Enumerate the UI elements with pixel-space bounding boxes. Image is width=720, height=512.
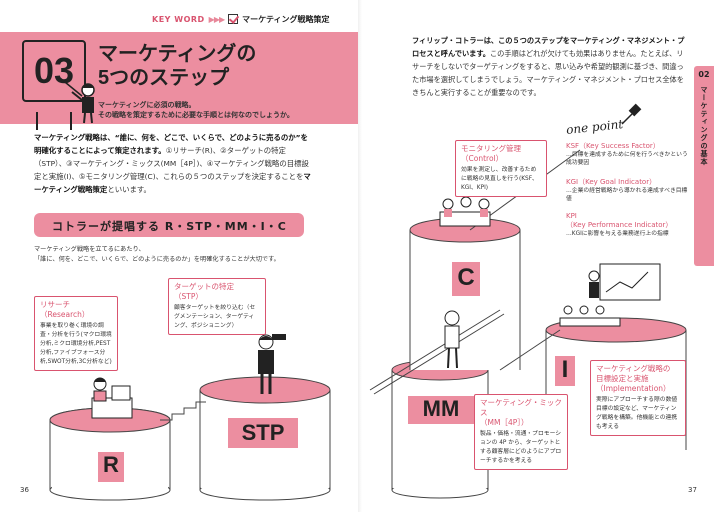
callout-implementation-title: マーケティング戦略の [596,364,671,373]
callout-implementation-title2: 目標設定と実施 [596,374,649,383]
callout-stp-body: 顧客ターゲットを絞り込む（セグメンテーション、ターゲティング、ポジショニング） [174,305,256,329]
callout-research-body: 事業を取り巻く環境の調査・分析を行う(マクロ環境分析,ミクロ環境分析,PEST分… [40,323,112,365]
section-heading: コトラーが提唱する R・STP・MM・I・C [34,213,304,237]
page-subtitle-line2: その戦略を策定するために必要な手順とは何なのでしょうか。 [98,111,294,119]
pillar-r-label-box [98,452,124,482]
page-title-line2: 5つのステップ [98,67,230,89]
keyword-label: KEY WORD [152,14,205,24]
intro-bold: マーケティング戦略は、“誰に、何を、どこで、いくらで、どのように売るのか”を明確… [34,133,308,155]
pillar-stp-label: STP [241,420,285,445]
one-point-term: KPI [566,212,577,220]
pillar-r [49,407,171,501]
callout-mm-title: マーケティング・ミックス [480,398,562,417]
right-intro-paragraph: フィリップ・コトラーは、この５つのステップをマーケティング・マネジメント・プロセ… [412,34,690,99]
callout-research-title2: （Research） [40,310,90,319]
pillar-c-label: C [457,264,475,291]
keyword-arrows: ▶▶▶ [208,14,226,24]
page-gutter [358,0,362,512]
callout-stp-title2: （STP） [174,292,203,301]
page-title: マーケティングの 5つのステップ [98,42,256,90]
one-point-item-kgi: KGI（Key Goal Indicator） …企業の経営戦略から導かれる達成… [566,178,690,203]
chapter-side-tab: 02 マーケティングの基本 [694,66,714,266]
one-point-term2: （Key Performance Indicator） [566,221,673,229]
telescope-figure [258,334,286,394]
right-intro-body: この手順はどれが欠けても効果はありません。たとえば、リサーチをしないでターゲティ… [412,49,684,97]
keyword-title: マーケティング戦略策定 [242,14,330,24]
callout-monitoring: モニタリング管理 （Control） 効果を測定し、改善するために戦略の見直しを… [455,140,547,197]
callout-implementation-body: 実際にアプローチする際の数値目標の設定など、マーケティング戦略を構築。他機能との… [596,397,678,430]
pillar-stp [199,376,331,501]
callout-implementation-title3: （Implementation） [596,384,671,393]
pillar-mm [391,359,489,499]
one-point-box: one point KSF（Key Success Factor） …目標を達成… [565,117,690,276]
right-intro-bold: フィリップ・コトラーは、この５つのステップをマーケティング・マネジメント・プロセ… [412,36,685,58]
one-point-term: KGI（Key Goal Indicator） [566,178,657,186]
side-tab-text: マーケティングの基本 [700,86,708,166]
standing-figure [444,310,460,369]
section-note: マーケティング戦略を立てるにあたり、 「誰に、何を、どこで、いくらで、どのように… [34,245,304,265]
meeting-figures [439,196,491,227]
page-subtitle: マーケティングに必須の戦略。 その戦略を策定するために必要な手順とは何なのでしょ… [98,100,294,120]
keyword-bar: KEY WORD ▶▶▶ マーケティング戦略策定 [152,10,330,28]
pillar-i-label-box [555,356,575,386]
intro-body: ①リサーチ(R)、②ターゲットの特定（STP）、③マーケティング・ミックス(MM… [34,146,309,181]
one-point-item-ksf: KSF（Key Success Factor） …目標を達成するために何を行うべ… [566,142,690,167]
page-number-left: 36 [20,486,29,494]
pillar-stp-label-box [228,418,298,448]
callout-research: リサーチ （Research） 事業を取り巻く環境の調査・分析を行う(マクロ環境… [34,296,118,371]
callout-mm: マーケティング・ミックス （MM［4P］） 製品・価格・流通・プロモーションの … [474,394,568,470]
one-point-desc: …KGIに影響を与える業務遂行上の指標 [566,231,669,237]
callout-monitoring-title: モニタリング管理 [461,144,521,153]
pillar-c-label-box [452,262,480,296]
pillar-r-label: R [103,452,119,477]
callout-implementation: マーケティング戦略の 目標設定と実施 （Implementation） 実際にア… [590,360,686,436]
teacher-illustration [60,77,95,124]
page-number-right: 37 [688,486,697,494]
one-point-desc: …企業の経営戦略から導かれる達成すべき目標値 [566,188,688,202]
callout-monitoring-title2: （Control） [461,154,504,163]
board-leg-right [70,112,72,130]
one-point-heading: one point [565,117,624,137]
pillar-c [409,217,521,370]
callout-research-title: リサーチ [40,300,70,309]
section-note-line2: 「誰に、何を、どこで、いくらで、どのように売るのか」を明確化することが大切です。 [34,256,280,263]
pillar-mm-label-box [408,396,474,424]
callout-stp: ターゲットの特定 （STP） 顧客ターゲットを絞り込む（セグメンテーション、ター… [168,278,266,335]
page-subtitle-line1: マーケティングに必須の戦略。 [98,101,196,109]
one-point-item-kpi: KPI （Key Performance Indicator） …KGIに影響を… [566,212,690,238]
intro-bold-term: マーケティング戦略策定 [34,172,311,194]
page-title-line1: マーケティングの [98,43,257,65]
researcher-figure [91,377,133,419]
pushpin-icon [621,103,642,125]
pillar-i-label: I [561,356,569,383]
callout-mm-title2: （MM［4P］） [480,418,529,427]
intro-paragraph: マーケティング戦略は、“誰に、何を、どこで、いくらで、どのように売るのか”を明確… [34,131,312,196]
checkbox-icon [228,14,239,24]
stairs-r-stp [160,401,206,421]
one-point-desc: …目標を達成するために何を行うべきかという成功要因 [566,152,688,166]
callout-stp-title: ターゲットの特定 [174,282,234,291]
board-leg-left [36,112,38,130]
callout-monitoring-body: 効果を測定し、改善するために戦略の見直しを行う(KSF、KGI、KPI) [461,167,538,191]
section-note-line1: マーケティング戦略を立てるにあたり、 [34,246,145,253]
hero-banner: 03 マーケティングの 5つのステップ マーケティングに必須の戦略。 その戦略を… [0,32,358,130]
presentation-figures [559,263,661,327]
section-heading-text: コトラーが提唱する R・STP・MM・I・C [52,220,287,233]
side-tab-number: 02 [698,70,710,79]
callout-mm-body: 製品・価格・流通・プロモーションの 4P から、ターゲットとする顧客層にどのよう… [480,431,562,464]
one-point-term: KSF（Key Success Factor） [566,142,660,150]
intro-end: といいます。 [107,185,151,194]
pillar-mm-label: MM [422,396,460,421]
